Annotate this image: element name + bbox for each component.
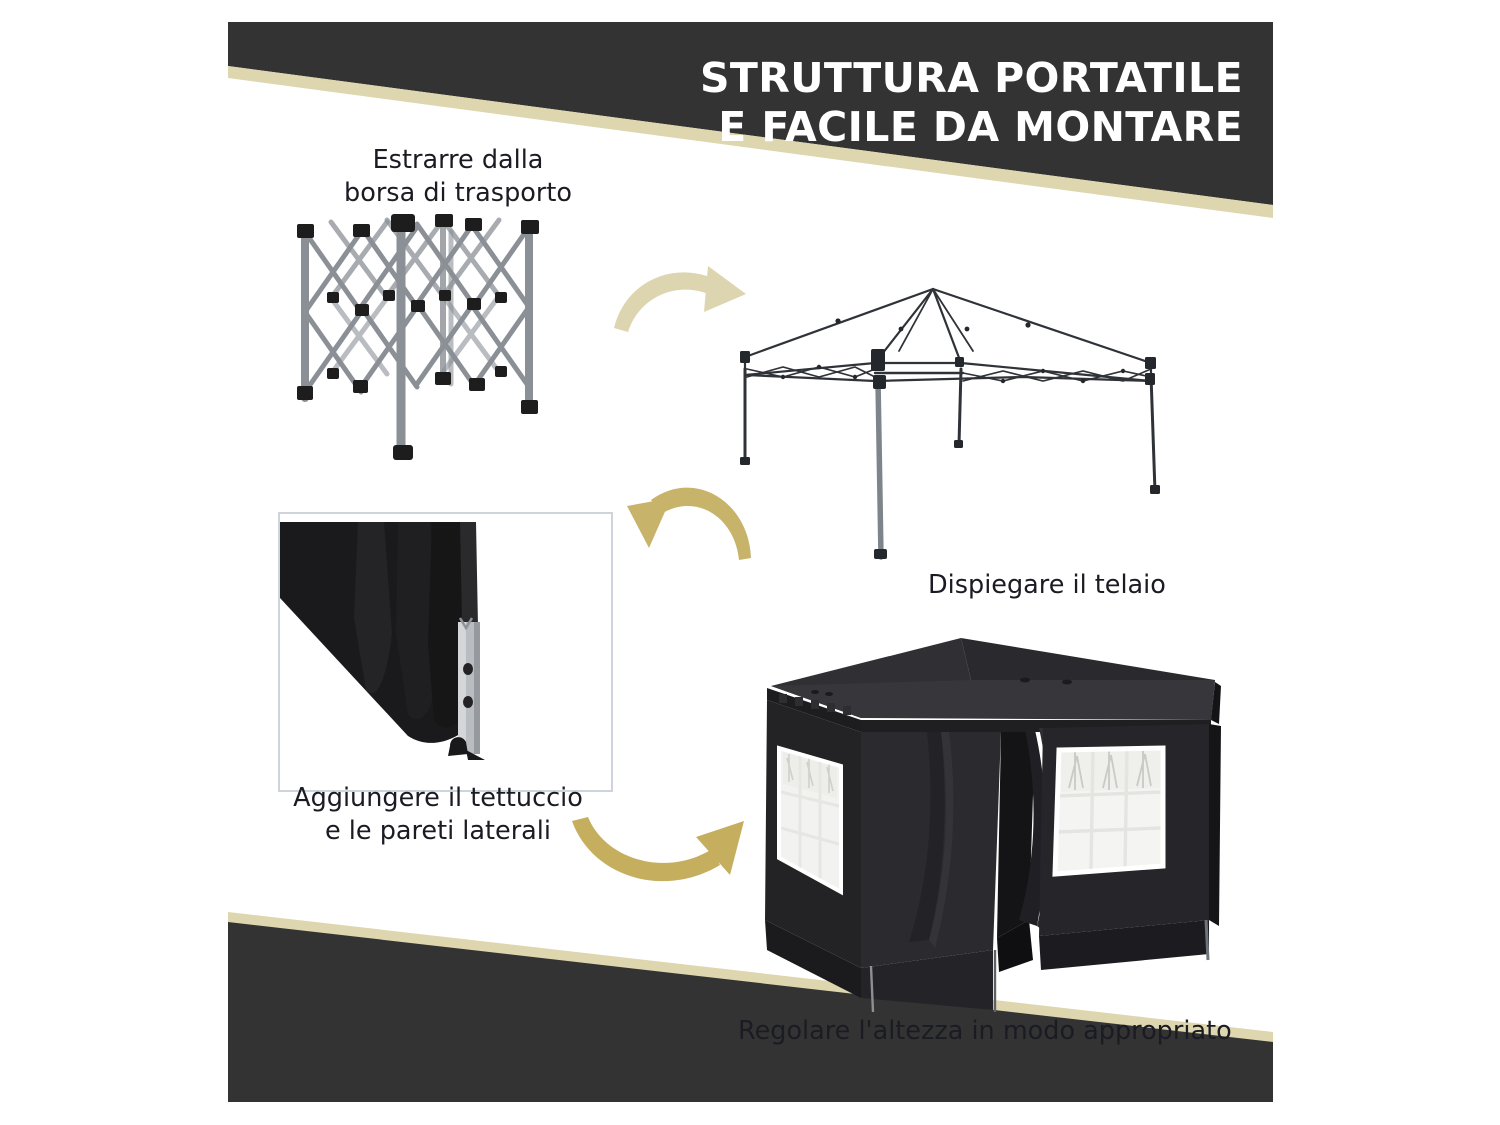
step-4-caption-line-1: Regolare l'altezza in modo appropriato	[738, 1016, 1232, 1046]
step-2-image-unfolded-frame	[723, 277, 1178, 577]
doorway-opening	[997, 732, 1035, 938]
step-3-image-fabric-detail	[278, 512, 613, 792]
wall-right-corner	[1209, 724, 1221, 926]
curtain-left-fold	[909, 732, 945, 942]
roof-vents	[811, 677, 1072, 696]
step-4-image-assembled-gazebo	[743, 620, 1248, 1020]
step-3-caption-line-1: Aggiungere il tettuccio	[293, 783, 583, 813]
headline-line-1: STRUTTURA PORTATILE	[699, 54, 1243, 102]
step-4-caption: Regolare l'altezza in modo appropriato	[738, 1015, 1273, 1048]
curtain-right-fold	[1019, 730, 1046, 926]
step-3-caption-line-2: e le pareti laterali	[325, 816, 551, 846]
leg-right	[1204, 919, 1210, 961]
headline-line-2: E FACILE DA MONTARE	[718, 103, 1243, 151]
step-1-image-folded-frame	[283, 202, 583, 487]
roof-front-face	[771, 680, 1215, 720]
roof-valance-right	[1211, 682, 1221, 724]
step-1-caption-line-1: Estrarre dalla	[372, 145, 544, 175]
step-3-caption: Aggiungere il tettuccio e le pareti late…	[258, 782, 618, 848]
step-2-caption: Dispiegare il telaio	[928, 569, 1238, 602]
step-1-caption: Estrarre dalla borsa di trasporto	[313, 144, 603, 210]
headline-block: STRUTTURA PORTATILE E FACILE DA MONTARE	[663, 54, 1243, 152]
valance-texture	[779, 694, 851, 715]
step-2-caption-line-1: Dispiegare il telaio	[928, 570, 1166, 600]
window-left	[777, 745, 843, 896]
roof-valance	[767, 688, 861, 732]
step-1-caption-line-2: borsa di trasporto	[344, 178, 572, 208]
window-right	[1052, 745, 1166, 877]
infographic-plate: STRUTTURA PORTATILE E FACILE DA MONTARE …	[228, 22, 1273, 1102]
